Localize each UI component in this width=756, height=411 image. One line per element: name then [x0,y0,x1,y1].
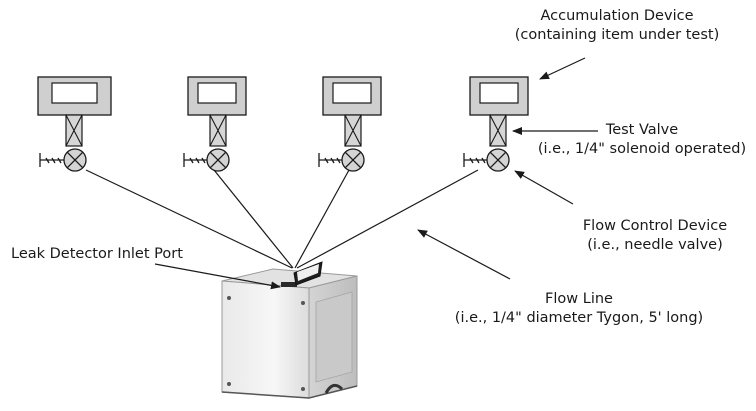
flow-line-label: Flow Line (i.e., 1/4" diameter Tygon, 5'… [445,290,713,328]
test-station-4 [463,76,529,172]
test-station-1 [37,76,112,172]
accumulation-device-window-1 [51,82,98,104]
label-arrows [154,57,598,290]
flow-line-arrow [417,229,511,280]
accumulation-device-window-3 [332,82,372,104]
flow-control-device-label: Flow Control Device (i.e., needle valve) [566,217,744,255]
needle-valve-handle-4 [463,153,487,167]
accumulation-device-arrow [539,57,586,80]
needle-valve-handle-2 [183,153,207,167]
leak-detector-screw-3 [227,382,231,386]
flow-control-cross-4 [489,151,507,169]
flow-line-2 [213,169,294,269]
test-valve-cross-4 [489,114,507,147]
leak-detector-screw-2 [301,301,305,305]
test-valve-label-detail: (i.e., 1/4" solenoid operated) [537,141,747,157]
needle-valve-handle-1 [39,153,64,167]
flow-control-device-arrow [514,170,574,205]
leak-detector-display-screen [297,264,319,281]
test-valve-cross-1 [65,114,83,147]
test-station-2 [183,76,247,172]
flow-line-4 [296,169,479,269]
flow-control-device-label-detail: (i.e., needle valve) [587,237,723,253]
flow-line-label-title: Flow Line [545,291,613,307]
leak-detector-front [221,280,310,399]
accumulation-device-window-4 [479,82,519,104]
test-valve-cross-3 [344,114,362,147]
leak-detector-inlet-port-label: Leak Detector Inlet Port [11,246,183,262]
flow-control-device-label-title: Flow Control Device [582,218,728,234]
test-valve-cross-2 [209,114,227,147]
leak-detector-vent-panel [315,291,353,383]
accumulation-device-label-detail: (containing item under test) [514,27,720,43]
leak-detector [221,261,358,399]
leak-detector-screw-4 [301,387,305,391]
accumulation-device-label-title: Accumulation Device [540,8,694,24]
leak-detector-screw-1 [227,296,231,300]
flow-line-label-detail: (i.e., 1/4" diameter Tygon, 5' long) [454,310,704,326]
test-valve-label: Test Valve (i.e., 1/4" solenoid operated… [530,121,754,159]
needle-valve-handle-3 [318,153,342,167]
inlet-port-arrow [154,263,281,290]
flow-control-cross-1 [66,151,84,169]
flow-lines [85,169,479,269]
flow-line-1 [85,169,293,269]
flow-control-cross-3 [344,151,362,169]
test-valve-label-title: Test Valve [605,122,679,138]
flow-line-3 [294,169,350,269]
leak-detector-inlet-port [281,282,297,287]
accumulation-device-label: Accumulation Device (containing item und… [508,7,726,45]
leak-detector-foot [324,383,344,394]
test-station-3 [318,76,382,172]
accumulation-device-window-2 [197,82,237,104]
flow-control-cross-2 [209,151,227,169]
